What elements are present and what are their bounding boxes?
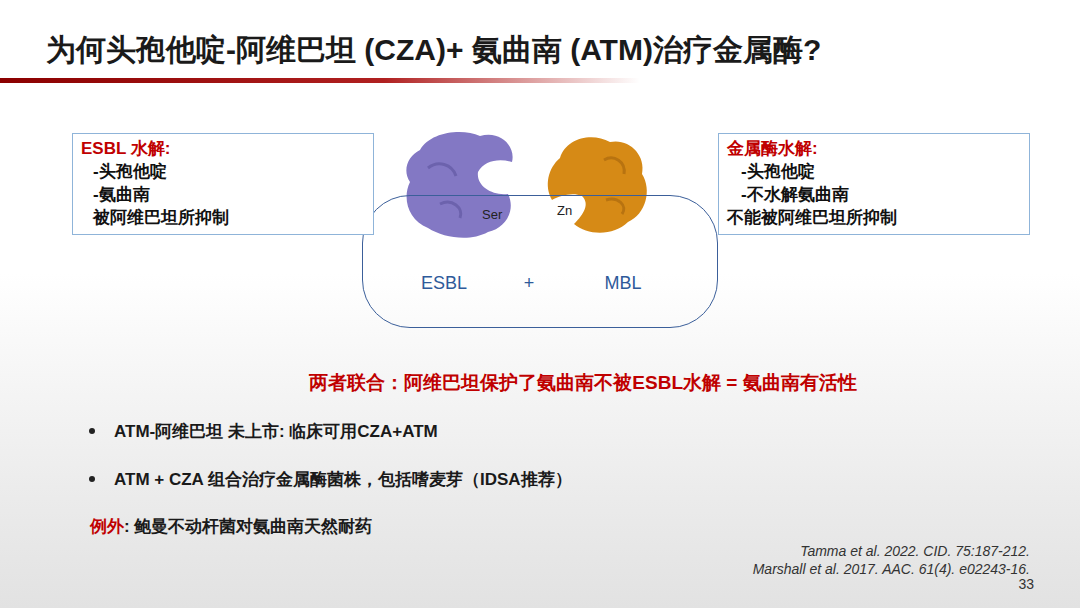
box-heading: ESBL 水解:	[73, 137, 365, 160]
esbl-enzyme	[406, 132, 512, 238]
image-ground	[540, 125, 655, 240]
title-underline	[0, 78, 640, 83]
enzyme-texture	[604, 158, 624, 214]
enzyme-pair-box: ESBL + MBL	[362, 195, 718, 328]
conclusion-line: 两者联合：阿维巴坦保护了氨曲南不被ESBL水解 = 氨曲南有活性	[309, 370, 856, 396]
box-heading: 金属酶水解:	[719, 137, 1021, 160]
exception-text: : 鲍曼不动杆菌对氨曲南天然耐药	[124, 515, 372, 538]
page-number: 33	[1018, 576, 1034, 592]
bullet-dot	[89, 476, 95, 482]
reference: Tamma et al. 2022. CID. 75:187-212.	[800, 543, 1030, 559]
esbl-box: ESBL 水解:-头孢他啶-氨曲南被阿维巴坦所抑制	[72, 133, 374, 235]
box-line: -氨曲南	[73, 183, 365, 206]
exception-tag: 例外	[90, 515, 124, 538]
residue-label: Ser	[482, 207, 502, 222]
metal-label: Zn	[557, 203, 572, 218]
mbl-box: 金属酶水解:-头孢他啶-不水解氨曲南不能被阿维巴坦所抑制	[718, 133, 1030, 235]
bullet-text: ATM-阿维巴坦 未上市: 临床可用CZA+ATM	[114, 420, 438, 443]
bullet-text: ATM + CZA 组合治疗金属酶菌株，包括嗜麦芽（IDSA推荐）	[114, 468, 572, 491]
slide-title: 为何头孢他啶-阿维巴坦 (CZA)+ 氨曲南 (ATM)治疗金属酶?	[46, 30, 821, 71]
image-ground	[395, 125, 520, 245]
box-line: 不能被阿维巴坦所抑制	[719, 206, 1021, 229]
box-line: -头孢他啶	[719, 160, 1021, 183]
enzyme-label: ESBL	[421, 273, 467, 294]
enzyme-label: +	[524, 273, 535, 294]
mbl-enzyme	[548, 137, 647, 233]
box-line: 被阿维巴坦所抑制	[73, 206, 365, 229]
box-line: -不水解氨曲南	[719, 183, 1021, 206]
box-line: -头孢他啶	[73, 160, 365, 183]
enzyme-label: MBL	[604, 273, 641, 294]
reference: Marshall et al. 2017. AAC. 61(4). e02243…	[753, 561, 1030, 577]
bullet-dot	[89, 428, 95, 434]
enzyme-texture	[428, 164, 461, 218]
